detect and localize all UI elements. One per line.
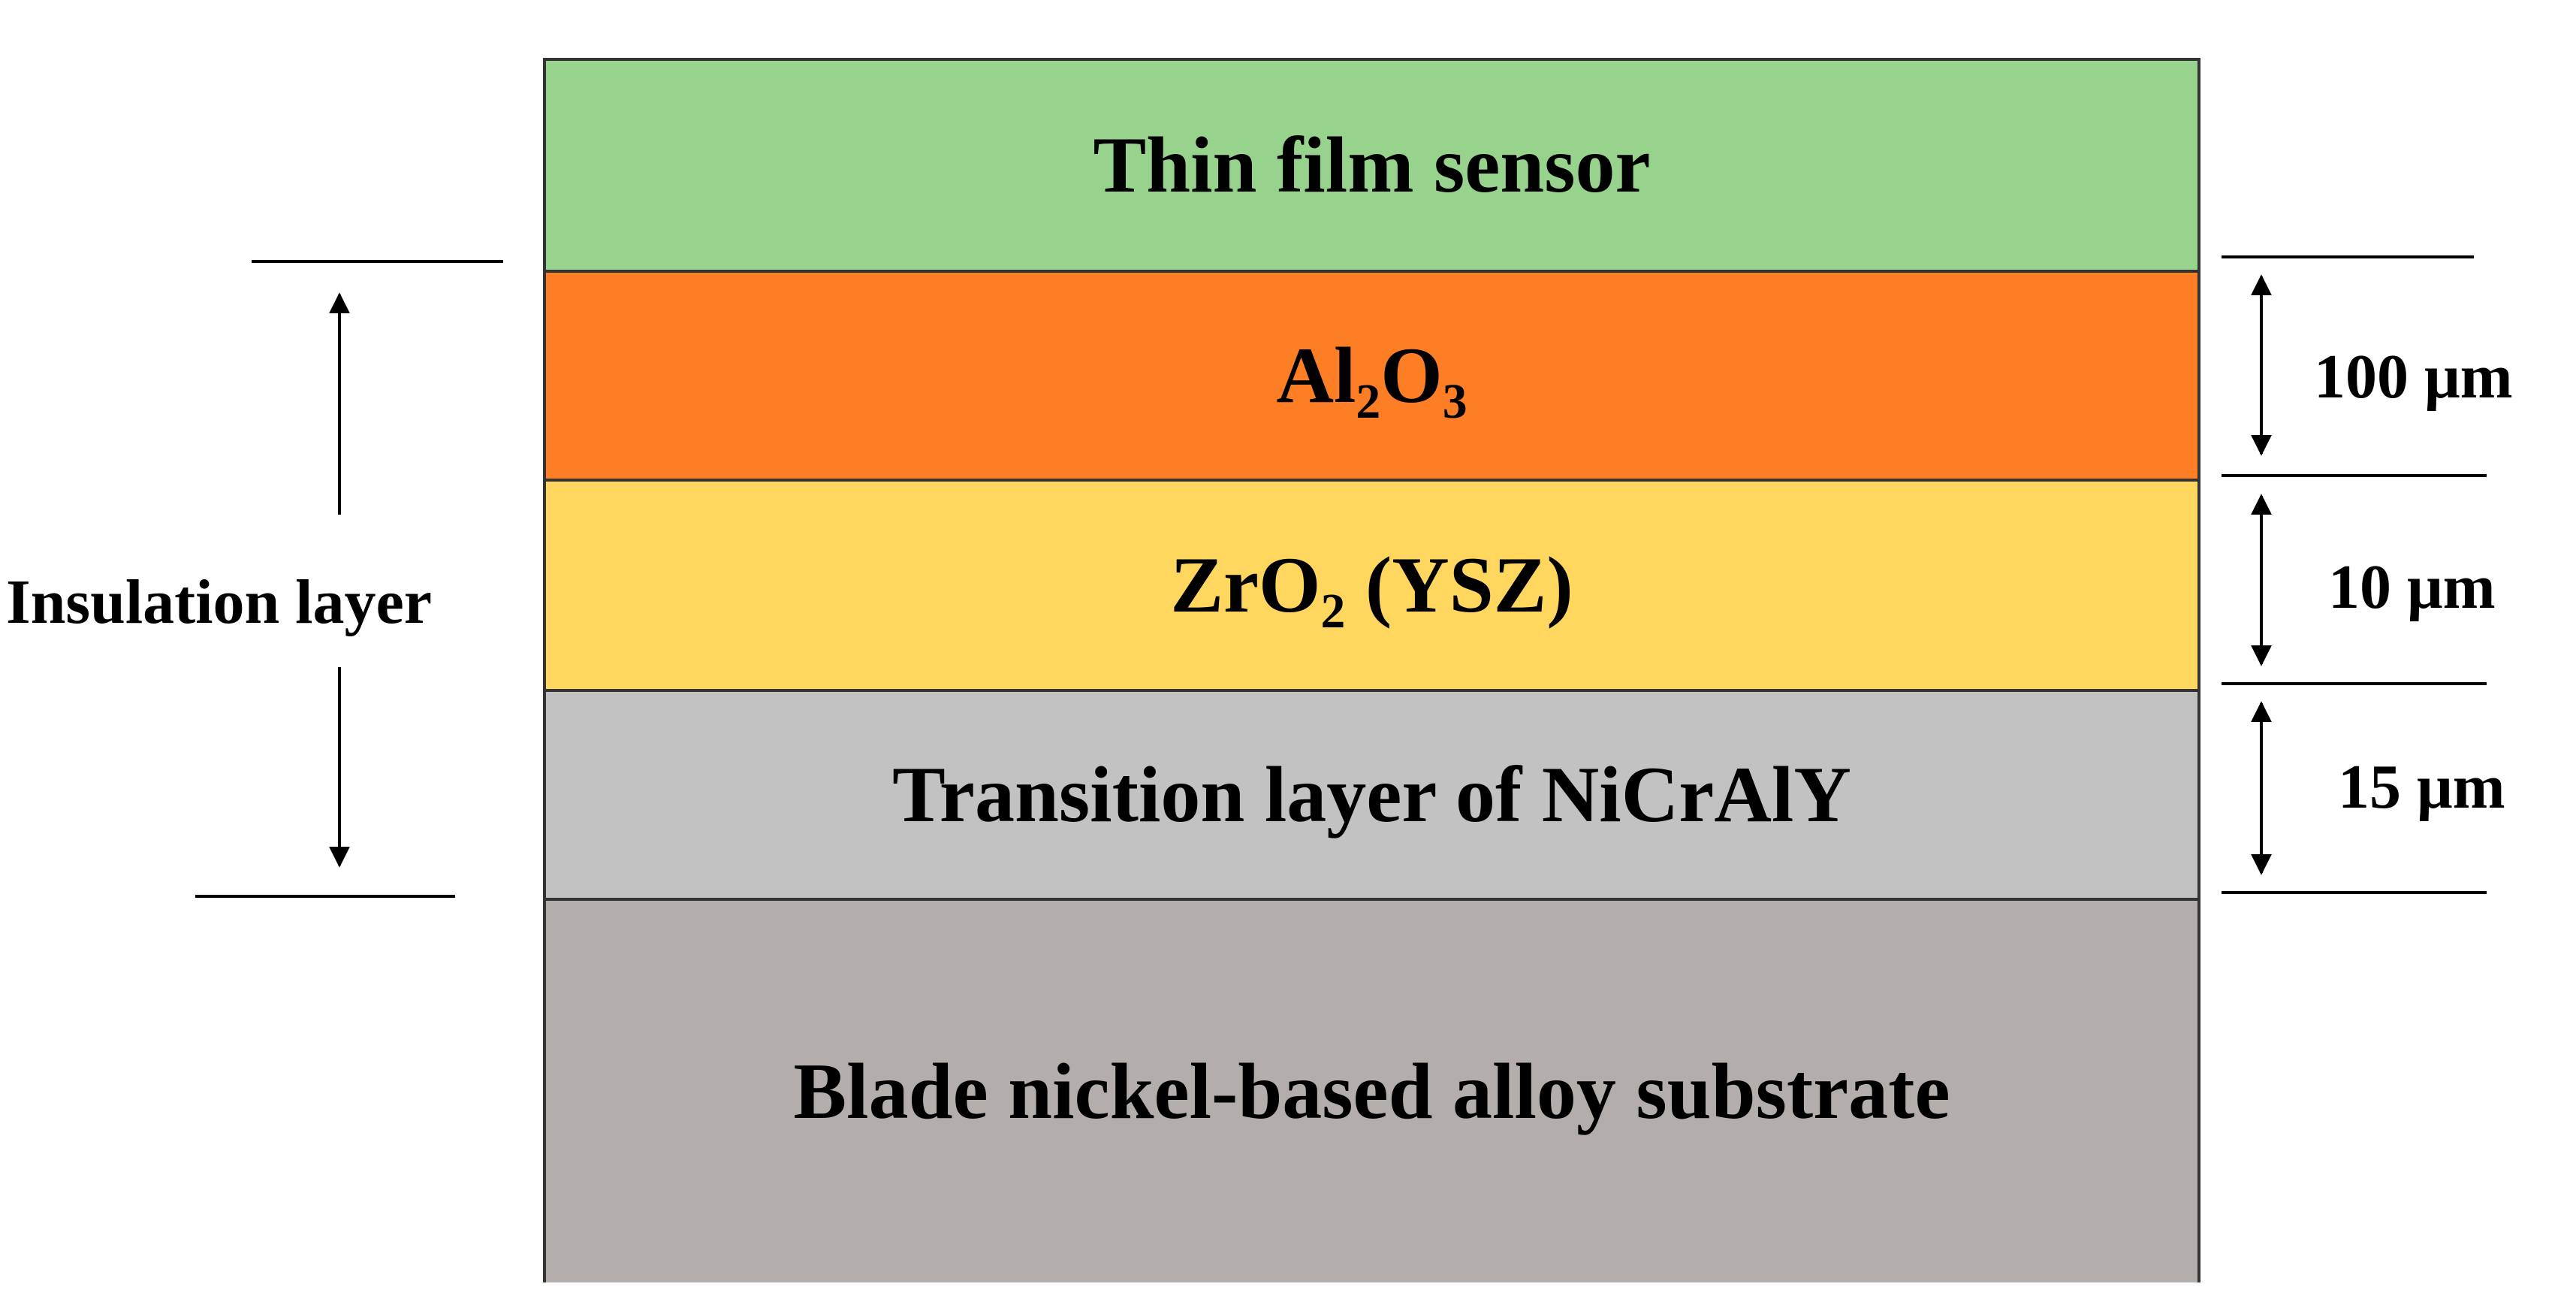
substrate-label: Blade nickel-based alloy substrate — [793, 1047, 1950, 1135]
thin-film-sensor-label: Thin film sensor — [1093, 121, 1651, 209]
al2o3-thickness-label: 100 μm — [2314, 342, 2513, 412]
substrate-layer: Blade nickel-based alloy substrate — [546, 898, 2197, 1282]
zro2-ysz-layer: ZrO2 (YSZ) — [546, 479, 2197, 689]
insulation-layer-label: Insulation layer — [6, 567, 433, 637]
nicraly-label: Transition layer of NiCrAlY — [892, 751, 1851, 838]
al2o3-label: Al2O3 — [1276, 331, 1467, 430]
thin-film-sensor-layer: Thin film sensor — [546, 61, 2197, 270]
zro2-ysz-label: ZrO2 (YSZ) — [1170, 541, 1573, 639]
nicraly-thickness-label: 15 μm — [2338, 752, 2505, 822]
al2o3-layer: Al2O3 — [546, 270, 2197, 479]
nicraly-transition-layer: Transition layer of NiCrAlY — [546, 689, 2197, 898]
zro2-thickness-label: 10 μm — [2328, 552, 2496, 622]
layer-stack: Thin film sensor Al2O3 ZrO2 (YSZ) Transi… — [543, 58, 2200, 1282]
